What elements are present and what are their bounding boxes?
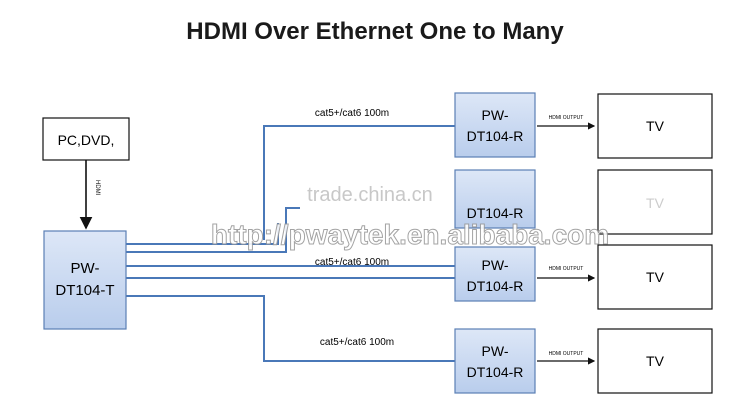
cables [126, 125, 456, 362]
source-link-label: HDMI [94, 180, 100, 196]
watermark-site: trade.china.cn [307, 184, 433, 206]
receiver-4-line2: DT104-R [467, 364, 524, 380]
transmitter-line2: DT104-T [55, 282, 114, 299]
receiver-3-line1: PW- [482, 257, 509, 273]
output-label-3: HDMI OUTPUT [549, 266, 584, 272]
receiver-1: cat5+/cat6 100m PW- DT104-R HDMI OUTPUT … [315, 92, 713, 159]
output-label-4: HDMI OUTPUT [549, 351, 584, 357]
source-device: PC,DVD, [42, 117, 130, 161]
cable-1 [126, 125, 455, 245]
transmitter-box: PW- DT104-T [43, 230, 127, 330]
watermark-url: http://pwaytek.en.alibaba.com [211, 219, 609, 250]
cable-5 [126, 295, 456, 362]
source-link: HDMI [79, 160, 100, 230]
receiver-1-line1: PW- [482, 107, 509, 123]
cable-label-4: cat5+/cat6 100m [320, 337, 394, 348]
output-label-1: HDMI OUTPUT [549, 115, 584, 121]
receiver-2-line2: DT104-R [467, 205, 524, 221]
receiver-4: cat5+/cat6 100m PW- DT104-R HDMI OUTPUT … [320, 328, 713, 394]
diagram-title: HDMI Over Ethernet One to Many [186, 18, 564, 45]
cable-label-1: cat5+/cat6 100m [315, 108, 389, 119]
cable-2 [126, 207, 300, 253]
tv-2-label: TV [646, 195, 665, 211]
cable-label-3: cat5+/cat6 100m [315, 257, 389, 268]
receiver-3: cat5+/cat6 100m PW- DT104-R HDMI OUTPUT … [315, 244, 713, 310]
tv-1-label: TV [646, 118, 665, 134]
tv-3-label: TV [646, 269, 665, 285]
receiver-3-line2: DT104-R [467, 278, 524, 294]
tv-4-label: TV [646, 353, 665, 369]
receiver-2: DT104-R TV [454, 169, 713, 235]
source-label: PC,DVD, [58, 132, 115, 148]
transmitter-line1: PW- [71, 260, 100, 277]
receiver-1-line2: DT104-R [467, 128, 524, 144]
receiver-4-line1: PW- [482, 343, 509, 359]
